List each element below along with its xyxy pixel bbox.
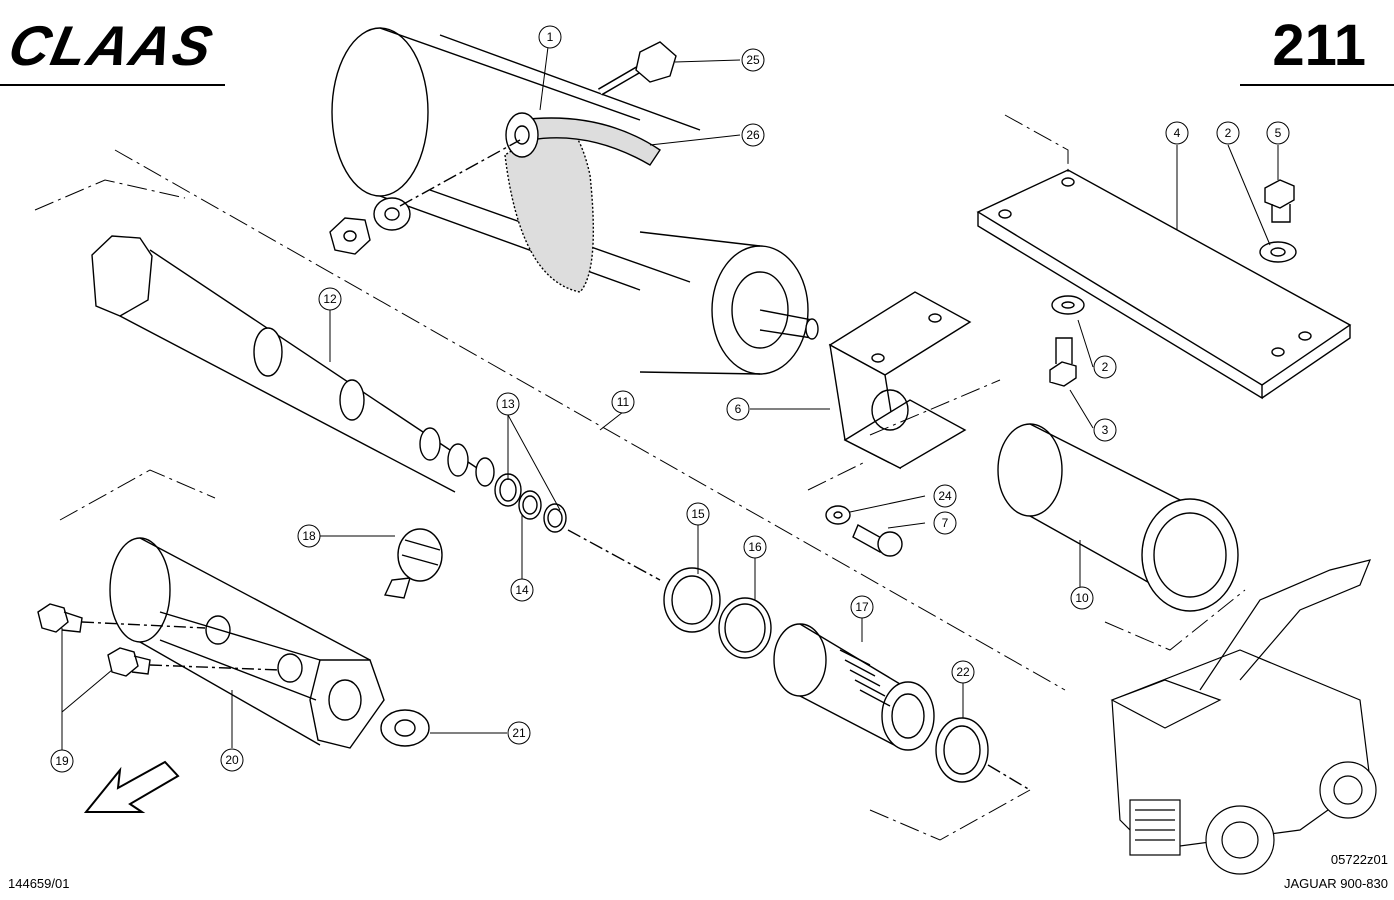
svg-text:1: 1 [547,30,554,44]
callout-13: 13 [496,392,520,416]
header-rule-left [0,84,225,86]
cylinder-body [331,27,819,375]
svg-text:13: 13 [501,397,515,411]
footer-image-ref: 05722z01 [1330,852,1388,867]
svg-text:14: 14 [515,583,529,597]
callout-18: 18 [297,524,321,548]
callout-labels: 1 25 26 4 2 5 2 3 6 24 7 10 11 12 13 14 … [50,25,1290,773]
valve-block [109,537,385,749]
callout-7: 7 [933,511,957,535]
header-rule-right [1240,84,1394,86]
sleeve-tube [997,423,1239,612]
footer-model: JAGUAR 900-830 [1283,876,1388,891]
svg-text:2: 2 [1102,360,1109,374]
callout-12: 12 [318,287,342,311]
callout-11: 11 [611,390,635,414]
svg-text:10: 10 [1075,591,1089,605]
bolt-25 [597,41,677,96]
mounting-plate [976,169,1352,400]
callout-22: 22 [951,660,975,684]
callout-16: 16 [743,535,767,559]
callout-17: 17 [850,595,874,619]
grease-nipple [383,528,443,599]
svg-text:17: 17 [855,600,869,614]
svg-text:18: 18 [302,529,316,543]
direction-arrow [83,760,180,813]
svg-text:22: 22 [956,665,970,679]
seal-rings [494,473,661,581]
svg-text:11: 11 [617,395,630,409]
callout-4: 4 [1165,121,1189,145]
svg-text:25: 25 [746,53,760,67]
callout-6: 6 [726,397,750,421]
bolts-and-washers [1049,179,1297,387]
plug-21 [380,709,430,747]
callout-25: 25 [741,48,765,72]
fittings-19 [37,603,281,677]
piston-rod [91,235,495,493]
callout-3: 3 [1093,418,1117,442]
page-number: 211 [1272,13,1366,78]
svg-text:15: 15 [691,507,705,521]
callout-15: 15 [686,502,710,526]
callout-14: 14 [510,578,534,602]
callout-2b: 2 [1093,355,1117,379]
svg-text:24: 24 [938,489,952,503]
svg-text:4: 4 [1174,126,1181,140]
center-lines [34,114,1246,841]
callout-1: 1 [538,25,562,49]
leader-lines [61,46,1279,750]
svg-text:2: 2 [1225,126,1232,140]
svg-text:26: 26 [746,128,760,142]
svg-text:12: 12 [323,292,337,306]
nut-and-washer [329,139,521,255]
svg-text:19: 19 [55,754,69,768]
svg-text:20: 20 [225,753,239,767]
svg-text:5: 5 [1275,126,1282,140]
callout-21: 21 [507,721,531,745]
callout-24: 24 [933,484,957,508]
callout-26: 26 [741,123,765,147]
callout-20: 20 [220,748,244,772]
svg-text:6: 6 [735,402,742,416]
callout-5: 5 [1266,121,1290,145]
svg-text:16: 16 [748,540,762,554]
footer-left-ref: 144659/01 [8,876,70,891]
clamp-band [504,112,661,293]
washer-and-screw [825,505,903,557]
callout-19: 19 [50,749,74,773]
rings-15-16-22 [663,567,1031,791]
harvester-thumbnail [1110,559,1377,875]
bracket [828,291,972,470]
callout-2a: 2 [1216,121,1240,145]
svg-text:3: 3 [1102,423,1109,437]
callout-10: 10 [1070,586,1094,610]
svg-text:7: 7 [942,516,949,530]
svg-text:21: 21 [512,726,526,740]
piston [773,623,935,751]
